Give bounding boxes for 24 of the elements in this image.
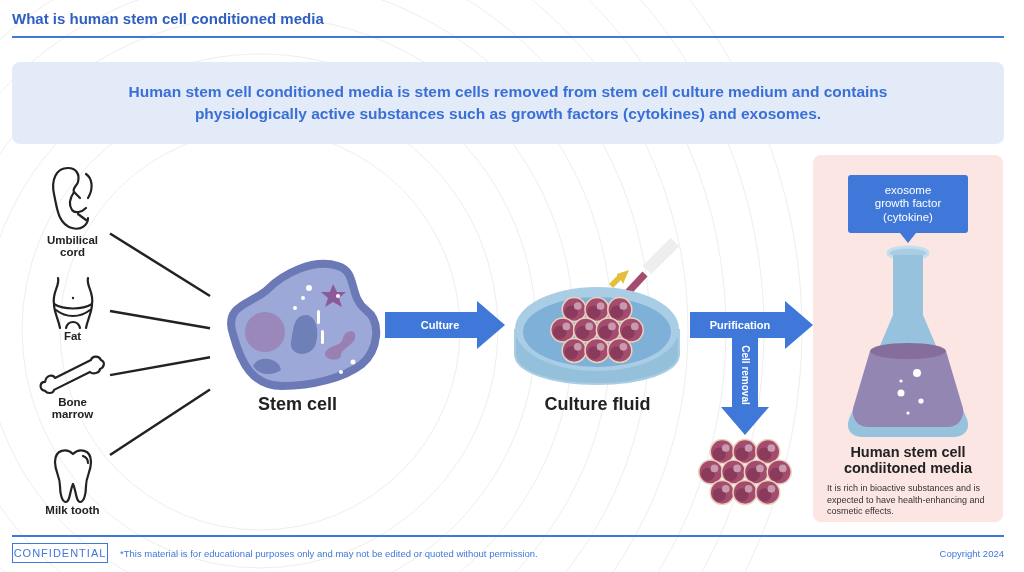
- connector-line: [109, 232, 211, 298]
- page-title: What is human stem cell conditioned media: [12, 10, 324, 27]
- confidential-stamp: CONFIDENTIAL: [12, 543, 108, 563]
- connector-line: [109, 355, 211, 377]
- callout-box: exosome growth factor (cytokine): [848, 175, 968, 233]
- source-label: Milk tooth: [44, 503, 101, 516]
- stage-label: Stem cell: [257, 394, 337, 415]
- source-label: Bone marrow: [50, 395, 95, 420]
- block-arrow: [385, 301, 505, 349]
- panel-heading: Human stem cell condiitoned media: [842, 445, 974, 477]
- panel-description: It is rich in bioactive substances and is expected to have health-enhancing and cosmetic effects.: [827, 483, 986, 519]
- source-label: Fat: [62, 329, 83, 342]
- edge-label: Purification: [709, 319, 771, 331]
- copyright-note: Copyright 2024: [939, 548, 1004, 559]
- connector-line: [109, 309, 211, 330]
- connector-line: [109, 388, 211, 456]
- intro-banner: [12, 62, 1004, 144]
- source-label: Umbilical cord: [45, 233, 100, 258]
- disclaimer-note: *This material is for educational purposes only and may not be edited or quoted without permission.: [120, 548, 538, 559]
- edge-label: Cell removal: [739, 345, 751, 405]
- edge-label: Culture: [420, 319, 460, 331]
- intro-text: Human stem cell conditioned media is stem cells removed from stem cell culture medium and contains physiologically active substances such as growth factors (cytokines) and exosomes.: [127, 82, 889, 124]
- result-panel: [813, 155, 1003, 522]
- stage-label: Culture fluid: [544, 394, 651, 415]
